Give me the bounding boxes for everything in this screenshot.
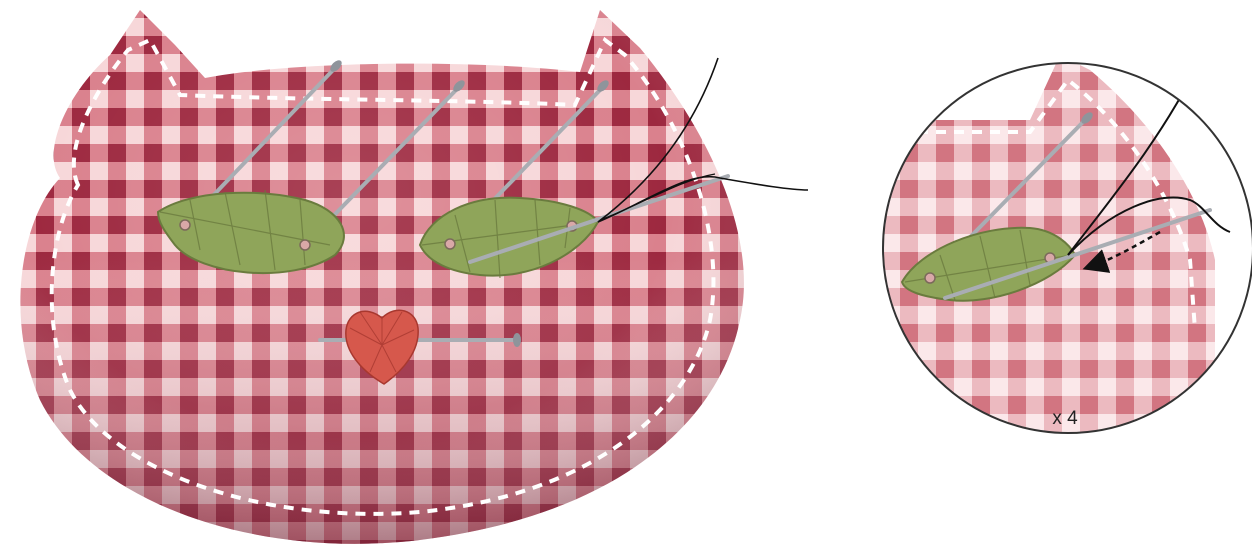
pin-head [513, 333, 521, 347]
cat-cushion [20, 10, 744, 544]
cat-face-bottom-shading [20, 10, 744, 544]
detail-view [880, 55, 1252, 440]
multiplier-label: x 4 [1030, 408, 1100, 430]
